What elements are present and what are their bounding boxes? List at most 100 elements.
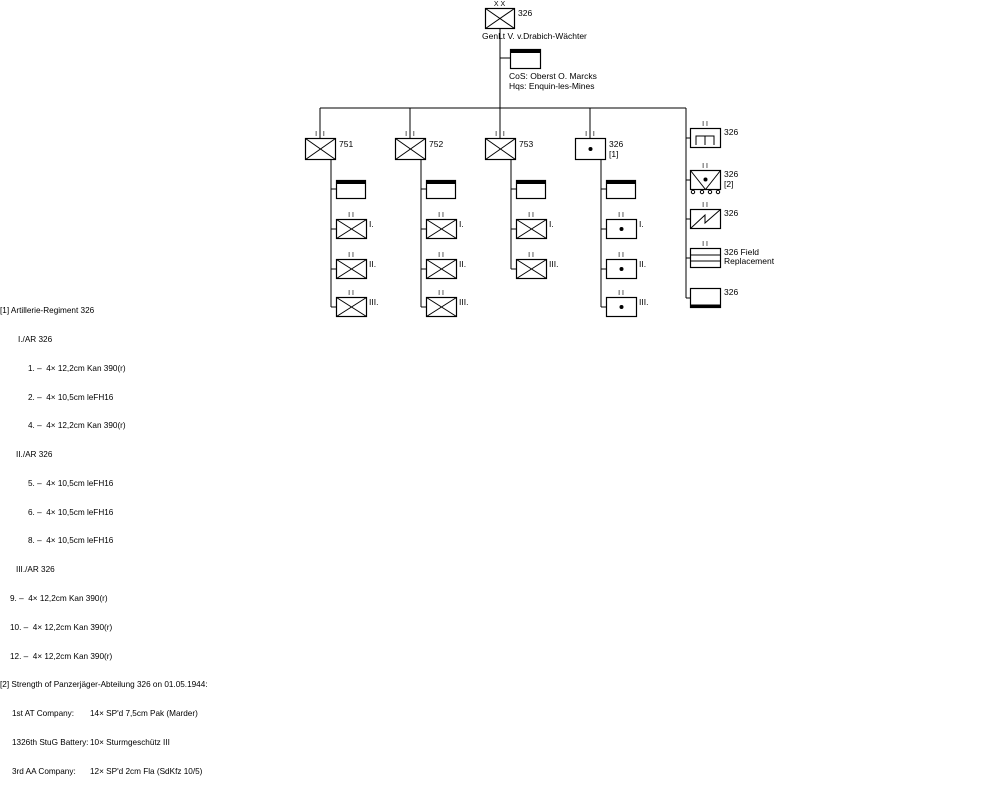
supply-unit-symbol [689, 287, 722, 309]
regiment-echelon: I I I [495, 131, 505, 138]
replacement-unit-symbol [689, 247, 722, 269]
note-1-title: [1] Artillerie-Regiment 326 [0, 306, 95, 316]
note-battalion-2: II./AR 326 [16, 450, 53, 460]
artillery-regiment-symbol [574, 137, 607, 161]
division-number: 326 [518, 8, 532, 18]
note-2-equipment: 12× SP'd 2cm Fla (SdKfz 10/5) [90, 766, 203, 776]
battalion-echelon: I I [438, 290, 444, 297]
battalion-echelon: I I [618, 290, 624, 297]
battalion-label: II. [459, 259, 466, 269]
note-2-row: 1326th StuG Battery:10× Sturmgeschütz II… [0, 738, 260, 748]
battalion-label: III. [369, 297, 378, 307]
battalion-label: III. [459, 297, 468, 307]
infantry-regiment-symbol [394, 137, 427, 161]
regiment-echelon: I I I [585, 131, 595, 138]
chief-of-staff: CoS: Oberst O. Marcks [509, 71, 597, 81]
artillery-battalion-symbol [605, 296, 638, 318]
note-battery-5: 5. – 4× 10,5cm leFH16 [28, 478, 114, 488]
unit-echelon: I I [702, 163, 708, 170]
unit-label: 326 [724, 127, 738, 137]
battalion-label: III. [549, 259, 558, 269]
regiment-hq-symbol [425, 179, 457, 200]
battalion-echelon: I I [348, 212, 354, 219]
antitank-unit-symbol [689, 169, 722, 195]
infantry-battalion-symbol [335, 296, 368, 318]
artillery-battalion-symbol [605, 258, 638, 280]
battalion-label: II. [639, 259, 646, 269]
note-2-unit: 3rd AA Company: [12, 766, 76, 776]
note-battery-8: 8. – 4× 10,5cm leFH16 [28, 536, 114, 546]
note-battery-1: 1. – 4× 12,2cm Kan 390(r) [28, 363, 126, 373]
battalion-label: I. [639, 219, 644, 229]
note-battery-10: 10. – 4× 12,2cm Kan 390(r) [10, 622, 113, 632]
infantry-battalion-symbol [515, 258, 548, 280]
regiment-echelon: I I I [405, 131, 415, 138]
battalion-label: I. [549, 219, 554, 229]
infantry-battalion-symbol [425, 296, 458, 318]
battalion-echelon: I I [348, 252, 354, 259]
infantry-battalion-symbol [335, 218, 368, 240]
battalion-echelon: I I [528, 212, 534, 219]
division-echelon: X X [494, 1, 506, 8]
regiment-hq-symbol [335, 179, 367, 200]
battalion-label: I. [459, 219, 464, 229]
note-battery-9: 9. – 4× 12,2cm Kan 390(r) [10, 594, 108, 603]
regiment-number: 753 [519, 139, 533, 149]
regiment-number: 752 [429, 139, 443, 149]
note-battalion-3: III./AR 326 [16, 565, 55, 575]
note-2-title: [2] Strength of Panzerjäger-Abteilung 32… [0, 680, 208, 690]
unit-label: 326 [724, 287, 738, 297]
note-battalion-1: I./AR 326 [18, 334, 53, 344]
regiment-hq-symbol [515, 179, 547, 200]
battalion-echelon: I I [618, 212, 624, 219]
battalion-label: III. [639, 297, 648, 307]
unit-echelon: I I [702, 202, 708, 209]
regiment-number: 751 [339, 139, 353, 149]
battalion-label: I. [369, 219, 374, 229]
battalion-echelon: I I [348, 290, 354, 297]
regiment-number: 326 [609, 139, 623, 149]
division-commander: GenLt V. v.Drabich-Wächter [482, 31, 587, 41]
division-symbol [484, 7, 516, 30]
infantry-regiment-symbol [304, 137, 337, 161]
footnotes: [1] Artillerie-Regiment 326 I./AR 326 1.… [0, 287, 260, 786]
regiment-echelon: I I I [315, 131, 325, 138]
unit-label-2: Replacement [724, 256, 775, 266]
headquarters-location: Hqs: Enquin-les-Mines [509, 81, 595, 91]
regiment-note: [1] [609, 149, 618, 159]
battalion-echelon: I I [528, 252, 534, 259]
regiment-hq-symbol [605, 179, 637, 200]
note-battery-6: 6. – 4× 10,5cm leFH16 [28, 507, 114, 517]
battalion-label: II. [369, 259, 376, 269]
signals-unit-symbol [689, 208, 722, 230]
battalion-echelon: I I [438, 252, 444, 259]
artillery-battalion-symbol [605, 218, 638, 240]
note-2-equipment: 14× SP'd 7,5cm Pak (Marder) [90, 709, 198, 719]
note-2-unit: 1st AT Company: [12, 709, 75, 719]
unit-note: [2] [724, 179, 733, 189]
unit-echelon: I I [702, 121, 708, 128]
infantry-battalion-symbol [425, 218, 458, 240]
unit-label: 326 Field [724, 247, 759, 257]
note-battery-2: 2. – 4× 10,5cm leFH16 [28, 392, 114, 402]
unit-echelon: I I [702, 241, 708, 248]
note-2-equipment: 10× Sturmgeschütz III [90, 737, 170, 747]
infantry-battalion-symbol [335, 258, 368, 280]
unit-label: 326 [724, 208, 738, 218]
note-2-row: 1st AT Company: 14× SP'd 7,5cm Pak (Marde… [0, 709, 260, 719]
note-2-row: 3rd AA Company: 12× SP'd 2cm Fla (SdKfz 1… [0, 767, 260, 777]
unit-label: 326 [724, 169, 738, 179]
battalion-echelon: I I [438, 212, 444, 219]
division-hq-symbol [509, 48, 542, 70]
infantry-regiment-symbol [484, 137, 517, 161]
note-2-unit: 1326th StuG Battery: [12, 737, 89, 747]
infantry-battalion-symbol [515, 218, 548, 240]
note-battery-12: 12. – 4× 12,2cm Kan 390(r) [10, 651, 113, 661]
battalion-echelon: I I [618, 252, 624, 259]
infantry-battalion-symbol [425, 258, 458, 280]
note-battery-4: 4. – 4× 12,2cm Kan 390(r) [28, 421, 126, 431]
connector-lines [319, 29, 690, 308]
engineer-unit-symbol [689, 127, 722, 149]
